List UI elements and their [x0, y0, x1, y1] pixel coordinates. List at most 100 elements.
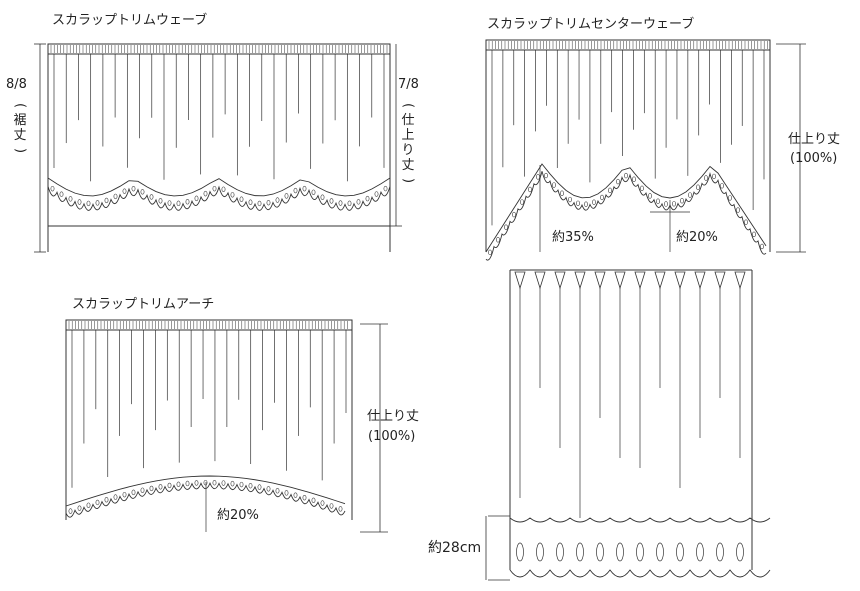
eyelet — [257, 200, 262, 207]
eyelet — [203, 479, 208, 486]
eyelet — [636, 542, 644, 562]
eyelet — [131, 185, 136, 192]
eyelet — [293, 492, 298, 498]
note-glyph: り — [401, 143, 415, 158]
eyelet — [158, 198, 163, 204]
note-glyph: 上 — [401, 128, 415, 143]
eyelet — [752, 231, 756, 238]
eyelet — [600, 194, 604, 201]
eyelet — [104, 497, 109, 503]
eyelet — [720, 183, 724, 189]
pinch-pleat — [614, 271, 626, 290]
eyelet — [338, 200, 343, 206]
eyelet — [302, 185, 307, 192]
eyelet — [496, 237, 500, 243]
eyelet — [239, 196, 244, 202]
eyelet — [576, 200, 580, 206]
eyelet — [212, 185, 217, 192]
note-glyph: ( — [400, 102, 416, 109]
arch-trim-edge — [65, 482, 346, 518]
eyelet — [696, 542, 704, 562]
center-wave-trim-top — [485, 163, 767, 253]
eyelet — [688, 192, 692, 198]
eyelet — [104, 197, 109, 204]
eyelet — [122, 491, 127, 498]
eyelet — [95, 499, 100, 506]
pinch-pleat — [694, 271, 706, 290]
scallop-trim-arch-curtain — [65, 319, 388, 533]
straight-hem-label: 約28cm — [428, 540, 482, 556]
eyelet — [592, 199, 596, 205]
eyelet — [284, 193, 289, 199]
straight-scallop-curtain — [485, 269, 771, 581]
eyelet — [616, 178, 620, 185]
eyelet — [212, 479, 217, 486]
note-glyph: 仕 — [401, 113, 415, 128]
center-wave-trim-edge — [485, 171, 767, 261]
eyelet — [68, 196, 73, 202]
hem-scallop — [509, 569, 771, 578]
eyelet — [275, 197, 280, 203]
eyelet — [185, 199, 190, 205]
arch-title: スカラップトリムアーチ — [72, 297, 215, 312]
center-wave-side-pct: 約20% — [676, 230, 718, 245]
eyelet — [239, 481, 244, 488]
eyelet — [760, 243, 764, 250]
eyelet — [113, 193, 118, 200]
eyelet — [616, 542, 624, 562]
pinch-pleat — [534, 271, 546, 290]
eyelet — [248, 199, 253, 205]
note-glyph: ) — [12, 147, 28, 154]
curtain-header — [485, 39, 771, 51]
eyelet — [266, 199, 271, 206]
eyelet — [329, 503, 334, 509]
eyelet — [744, 219, 748, 225]
eyelet — [302, 494, 307, 501]
wave-right-note: (仕上り丈) — [400, 98, 416, 188]
arch-height-label: 仕上り丈 — [367, 409, 420, 424]
eyelet — [140, 487, 145, 493]
eyelet — [696, 184, 700, 190]
scallop-trim-center-wave-curtain — [485, 39, 806, 261]
eyelet — [536, 542, 544, 562]
eyelet — [221, 480, 226, 486]
pinch-pleat — [574, 271, 586, 290]
eyelet — [140, 189, 145, 195]
wave-trim-edge — [47, 185, 391, 211]
eyelet — [293, 187, 298, 194]
eyelet — [50, 185, 55, 192]
eyelet — [194, 480, 199, 486]
eyelet — [704, 175, 708, 181]
note-glyph: ) — [400, 177, 416, 184]
wave-trim-top — [47, 177, 391, 197]
eyelet — [257, 484, 262, 490]
arch-height-pct: (100%) — [368, 429, 416, 444]
eyelet — [568, 196, 572, 203]
eyelet — [596, 542, 604, 562]
center-wave-height-pct: (100%) — [790, 151, 838, 166]
eyelet — [520, 199, 524, 205]
eyelet — [176, 200, 181, 207]
wave-title: スカラップトリムウェーブ — [52, 13, 208, 28]
eyelet — [275, 488, 280, 494]
eyelet — [504, 224, 508, 230]
pinch-pleat — [734, 271, 746, 290]
eyelet — [656, 542, 664, 562]
eyelet — [728, 195, 732, 201]
wave-right-ratio: 7/8 — [398, 77, 419, 92]
eyelet — [664, 201, 668, 207]
eyelet — [716, 542, 724, 562]
note-glyph: 丈 — [13, 128, 27, 143]
arch-pct: 約20% — [217, 508, 259, 523]
eyelet — [248, 482, 253, 489]
center-wave-height-label: 仕上り丈 — [788, 132, 841, 147]
pinch-pleat — [674, 271, 686, 290]
eyelet — [736, 542, 744, 562]
eyelet — [712, 173, 716, 180]
pinch-pleat — [594, 271, 606, 290]
eyelet — [656, 198, 660, 204]
eyelet — [680, 198, 684, 204]
eyelet — [167, 200, 172, 206]
eyelet — [338, 506, 343, 512]
eyelet — [365, 195, 370, 202]
